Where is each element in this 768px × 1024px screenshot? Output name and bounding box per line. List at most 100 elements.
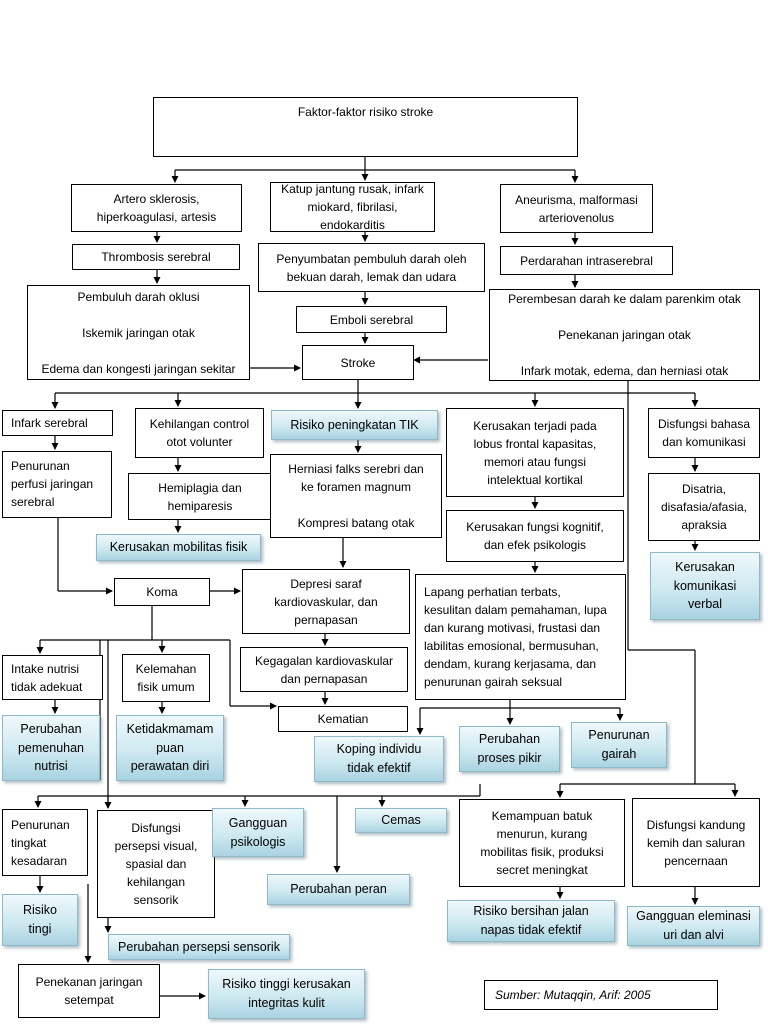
dx-high-risk-label: Risiko tingi xyxy=(22,903,58,936)
dx-airway-box: Risiko bersihan jalan napas tidak efekti… xyxy=(447,900,615,942)
death-label: Kematian xyxy=(317,712,369,726)
intracerebral-hemorrhage-box: Perdarahan intraserebral xyxy=(500,246,673,275)
language-dysfunction-box: Disfungsi bahasa dan komunikasi xyxy=(648,408,760,458)
dx-mobility-box: Kerusakan mobilitas fisik xyxy=(96,534,261,561)
heart-valve-box: Katup jantung rusak, infark miokard, fib… xyxy=(270,182,435,232)
hemiplegia-label: Hemiplagia dan hemiparesis xyxy=(158,480,242,513)
stroke-box: Stroke xyxy=(302,345,414,380)
muscle-control-loss-box: Kehilangan control otot volunter xyxy=(135,408,264,458)
dx-icp-risk-box: Risiko peningkatan TIK xyxy=(271,410,438,440)
dx-high-risk-box: Risiko tingi xyxy=(2,894,78,946)
dx-anxiety-label: Cemas xyxy=(381,813,421,828)
perfusion-decrease-label: Penurunan perfusi jaringan serebral xyxy=(11,459,94,509)
dx-libido-box: Penurunan gairah xyxy=(571,722,667,768)
dx-skin-integrity-box: Risiko tinggi kerusakan integritas kulit xyxy=(208,969,365,1019)
thrombosis-label: Thrombosis serebral xyxy=(101,250,211,264)
atherosclerosis-box: Artero sklerosis, hiperkoagulasi, artesi… xyxy=(71,184,242,232)
dysarthria-label: Disatria, disafasia/afasia, apraksia xyxy=(660,482,748,532)
death-box: Kematian xyxy=(278,706,408,732)
blood-seepage-box: Perembesan darah ke dalam parenkim otak … xyxy=(489,289,760,381)
intracerebral-hemorrhage-label: Perdarahan intraserebral xyxy=(520,253,653,268)
blood-seepage-label: Perembesan darah ke dalam parenkim otak … xyxy=(508,292,741,378)
dx-nutrition-label: Perubahan pemenuhan nutrisi xyxy=(17,721,85,774)
dx-elimination-box: Gangguan eleminasi uri dan alvi xyxy=(627,906,760,946)
physical-weakness-box: Kelemahan fisik umum xyxy=(122,654,210,702)
dx-verbal-communication-box: Kerusakan komunikasi verbal xyxy=(650,552,760,620)
perception-dysfunction-label: Disfungsi persepsi visual, spasial dan k… xyxy=(114,821,198,907)
bladder-dysfunction-box: Disfungsi kandung kemih dan saluran penc… xyxy=(632,798,760,887)
vessel-blockage-label: Penyumbatan pembuluh darah oleh bekuan d… xyxy=(276,251,467,284)
dysarthria-box: Disatria, disafasia/afasia, apraksia xyxy=(648,473,760,541)
cognitive-damage-box: Kerusakan fungsi kognitif, dan efek psik… xyxy=(446,510,624,562)
dx-psychological-box: Gangguan psikologis xyxy=(212,808,304,857)
dx-libido-label: Penurunan gairah xyxy=(588,728,650,761)
attention-span-label: Lapang perhatian terbats, kesulitan dala… xyxy=(424,585,607,689)
cerebral-embolism-box: Emboli serebral xyxy=(296,306,447,333)
source-citation-box: Sumber: Mutaqqin, Arif: 2005 xyxy=(484,980,718,1010)
consciousness-decrease-label: Penurunan tingkat kesadaran xyxy=(11,817,70,868)
cardio-failure-box: Kegagalan kardiovaskular dan pernapasan xyxy=(240,647,408,692)
herniation-box: Herniasi falks serebri dan ke foramen ma… xyxy=(270,454,442,538)
dx-airway-label: Risiko bersihan jalan napas tidak efekti… xyxy=(473,904,589,937)
dx-thought-process-label: Perubahan proses pikir xyxy=(477,732,542,765)
tissue-pressure-box: Penekanan jaringan setempat xyxy=(18,964,160,1018)
frontal-lobe-damage-box: Kerusakan terjadi pada lobus frontal kap… xyxy=(446,408,624,497)
cognitive-damage-label: Kerusakan fungsi kognitif, dan efek psik… xyxy=(466,520,604,552)
dx-self-care-box: Ketidakmamam puan perawatan diri xyxy=(116,715,224,781)
vessel-occlusion-box: Pembuluh darah oklusi Iskemik jaringan o… xyxy=(27,285,250,380)
cough-ability-box: Kemampuan batuk menurun, kurang mobilita… xyxy=(459,799,625,887)
vessel-occlusion-label: Pembuluh darah oklusi Iskemik jaringan o… xyxy=(41,289,236,376)
frontal-lobe-damage-label: Kerusakan terjadi pada lobus frontal kap… xyxy=(473,418,597,487)
dx-sensory-perception-label: Perubahan persepsi sensorik xyxy=(118,939,280,954)
dx-elimination-label: Gangguan eleminasi uri dan alvi xyxy=(636,909,751,942)
dx-skin-integrity-label: Risiko tinggi kerusakan integritas kulit xyxy=(222,977,351,1010)
cough-ability-label: Kemampuan batuk menurun, kurang mobilita… xyxy=(480,809,604,877)
atherosclerosis-label: Artero sklerosis, hiperkoagulasi, artesi… xyxy=(96,192,217,224)
dx-icp-risk-label: Risiko peningkatan TIK xyxy=(290,417,419,432)
muscle-control-loss-label: Kehilangan control otot volunter xyxy=(149,417,250,449)
dx-anxiety-box: Cemas xyxy=(355,808,447,833)
dx-coping-box: Koping individu tidak efektif xyxy=(314,736,444,782)
dx-self-care-label: Ketidakmamam puan perawatan diri xyxy=(126,721,214,774)
coma-label: Koma xyxy=(146,585,178,599)
dx-coping-label: Koping individu tidak efektif xyxy=(336,742,422,775)
hemiplegia-box: Hemiplagia dan hemiparesis xyxy=(128,473,272,520)
neural-depression-box: Depresi saraf kardiovaskular, dan pernap… xyxy=(242,569,410,634)
aneurysm-box: Aneurisma, malformasi arteriovenolus xyxy=(500,184,653,233)
source-citation-label: Sumber: Mutaqqin, Arif: 2005 xyxy=(495,988,651,1002)
consciousness-decrease-box: Penurunan tingkat kesadaran xyxy=(2,809,88,876)
dx-mobility-label: Kerusakan mobilitas fisik xyxy=(109,540,248,555)
thrombosis-box: Thrombosis serebral xyxy=(72,244,240,270)
dx-psychological-label: Gangguan psikologis xyxy=(228,815,288,849)
heart-valve-label: Katup jantung rusak, infark miokard, fib… xyxy=(281,182,424,232)
dx-thought-process-box: Perubahan proses pikir xyxy=(459,726,560,772)
neural-depression-label: Depresi saraf kardiovaskular, dan pernap… xyxy=(274,576,378,627)
aneurysm-label: Aneurisma, malformasi arteriovenolus xyxy=(515,192,638,225)
dx-role-change-label: Perubahan peran xyxy=(290,882,387,897)
cardio-failure-label: Kegagalan kardiovaskular dan pernapasan xyxy=(254,653,394,686)
dx-sensory-perception-box: Perubahan persepsi sensorik xyxy=(108,934,290,960)
stroke-label: Stroke xyxy=(340,355,376,370)
coma-box: Koma xyxy=(114,578,210,606)
attention-span-box: Lapang perhatian terbats, kesulitan dala… xyxy=(415,574,626,700)
cerebral-infarct-box: Infark serebral xyxy=(2,410,113,436)
dx-verbal-communication-label: Kerusakan komunikasi verbal xyxy=(673,559,737,612)
perception-dysfunction-box: Disfungsi persepsi visual, spasial dan k… xyxy=(97,810,215,918)
risk-factors-label: Faktor-faktor risiko stroke xyxy=(297,105,434,119)
cerebral-infarct-label: Infark serebral xyxy=(11,416,88,430)
physical-weakness-label: Kelemahan fisik umum xyxy=(135,662,197,694)
perfusion-decrease-box: Penurunan perfusi jaringan serebral xyxy=(2,451,112,518)
tissue-pressure-label: Penekanan jaringan setempat xyxy=(35,975,143,1007)
nutrition-intake-box: Intake nutrisi tidak adekuat xyxy=(2,655,103,700)
dx-role-change-box: Perubahan peran xyxy=(267,874,410,905)
cerebral-embolism-label: Emboli serebral xyxy=(329,312,414,327)
vessel-blockage-box: Penyumbatan pembuluh darah oleh bekuan d… xyxy=(258,243,485,292)
nutrition-intake-label: Intake nutrisi tidak adekuat xyxy=(11,661,83,694)
herniation-label: Herniasi falks serebri dan ke foramen ma… xyxy=(288,462,424,530)
bladder-dysfunction-label: Disfungsi kandung kemih dan saluran penc… xyxy=(646,817,746,868)
language-dysfunction-label: Disfungsi bahasa dan komunikasi xyxy=(657,417,751,449)
dx-nutrition-box: Perubahan pemenuhan nutrisi xyxy=(2,715,100,781)
risk-factors-box: Faktor-faktor risiko stroke xyxy=(153,97,578,157)
